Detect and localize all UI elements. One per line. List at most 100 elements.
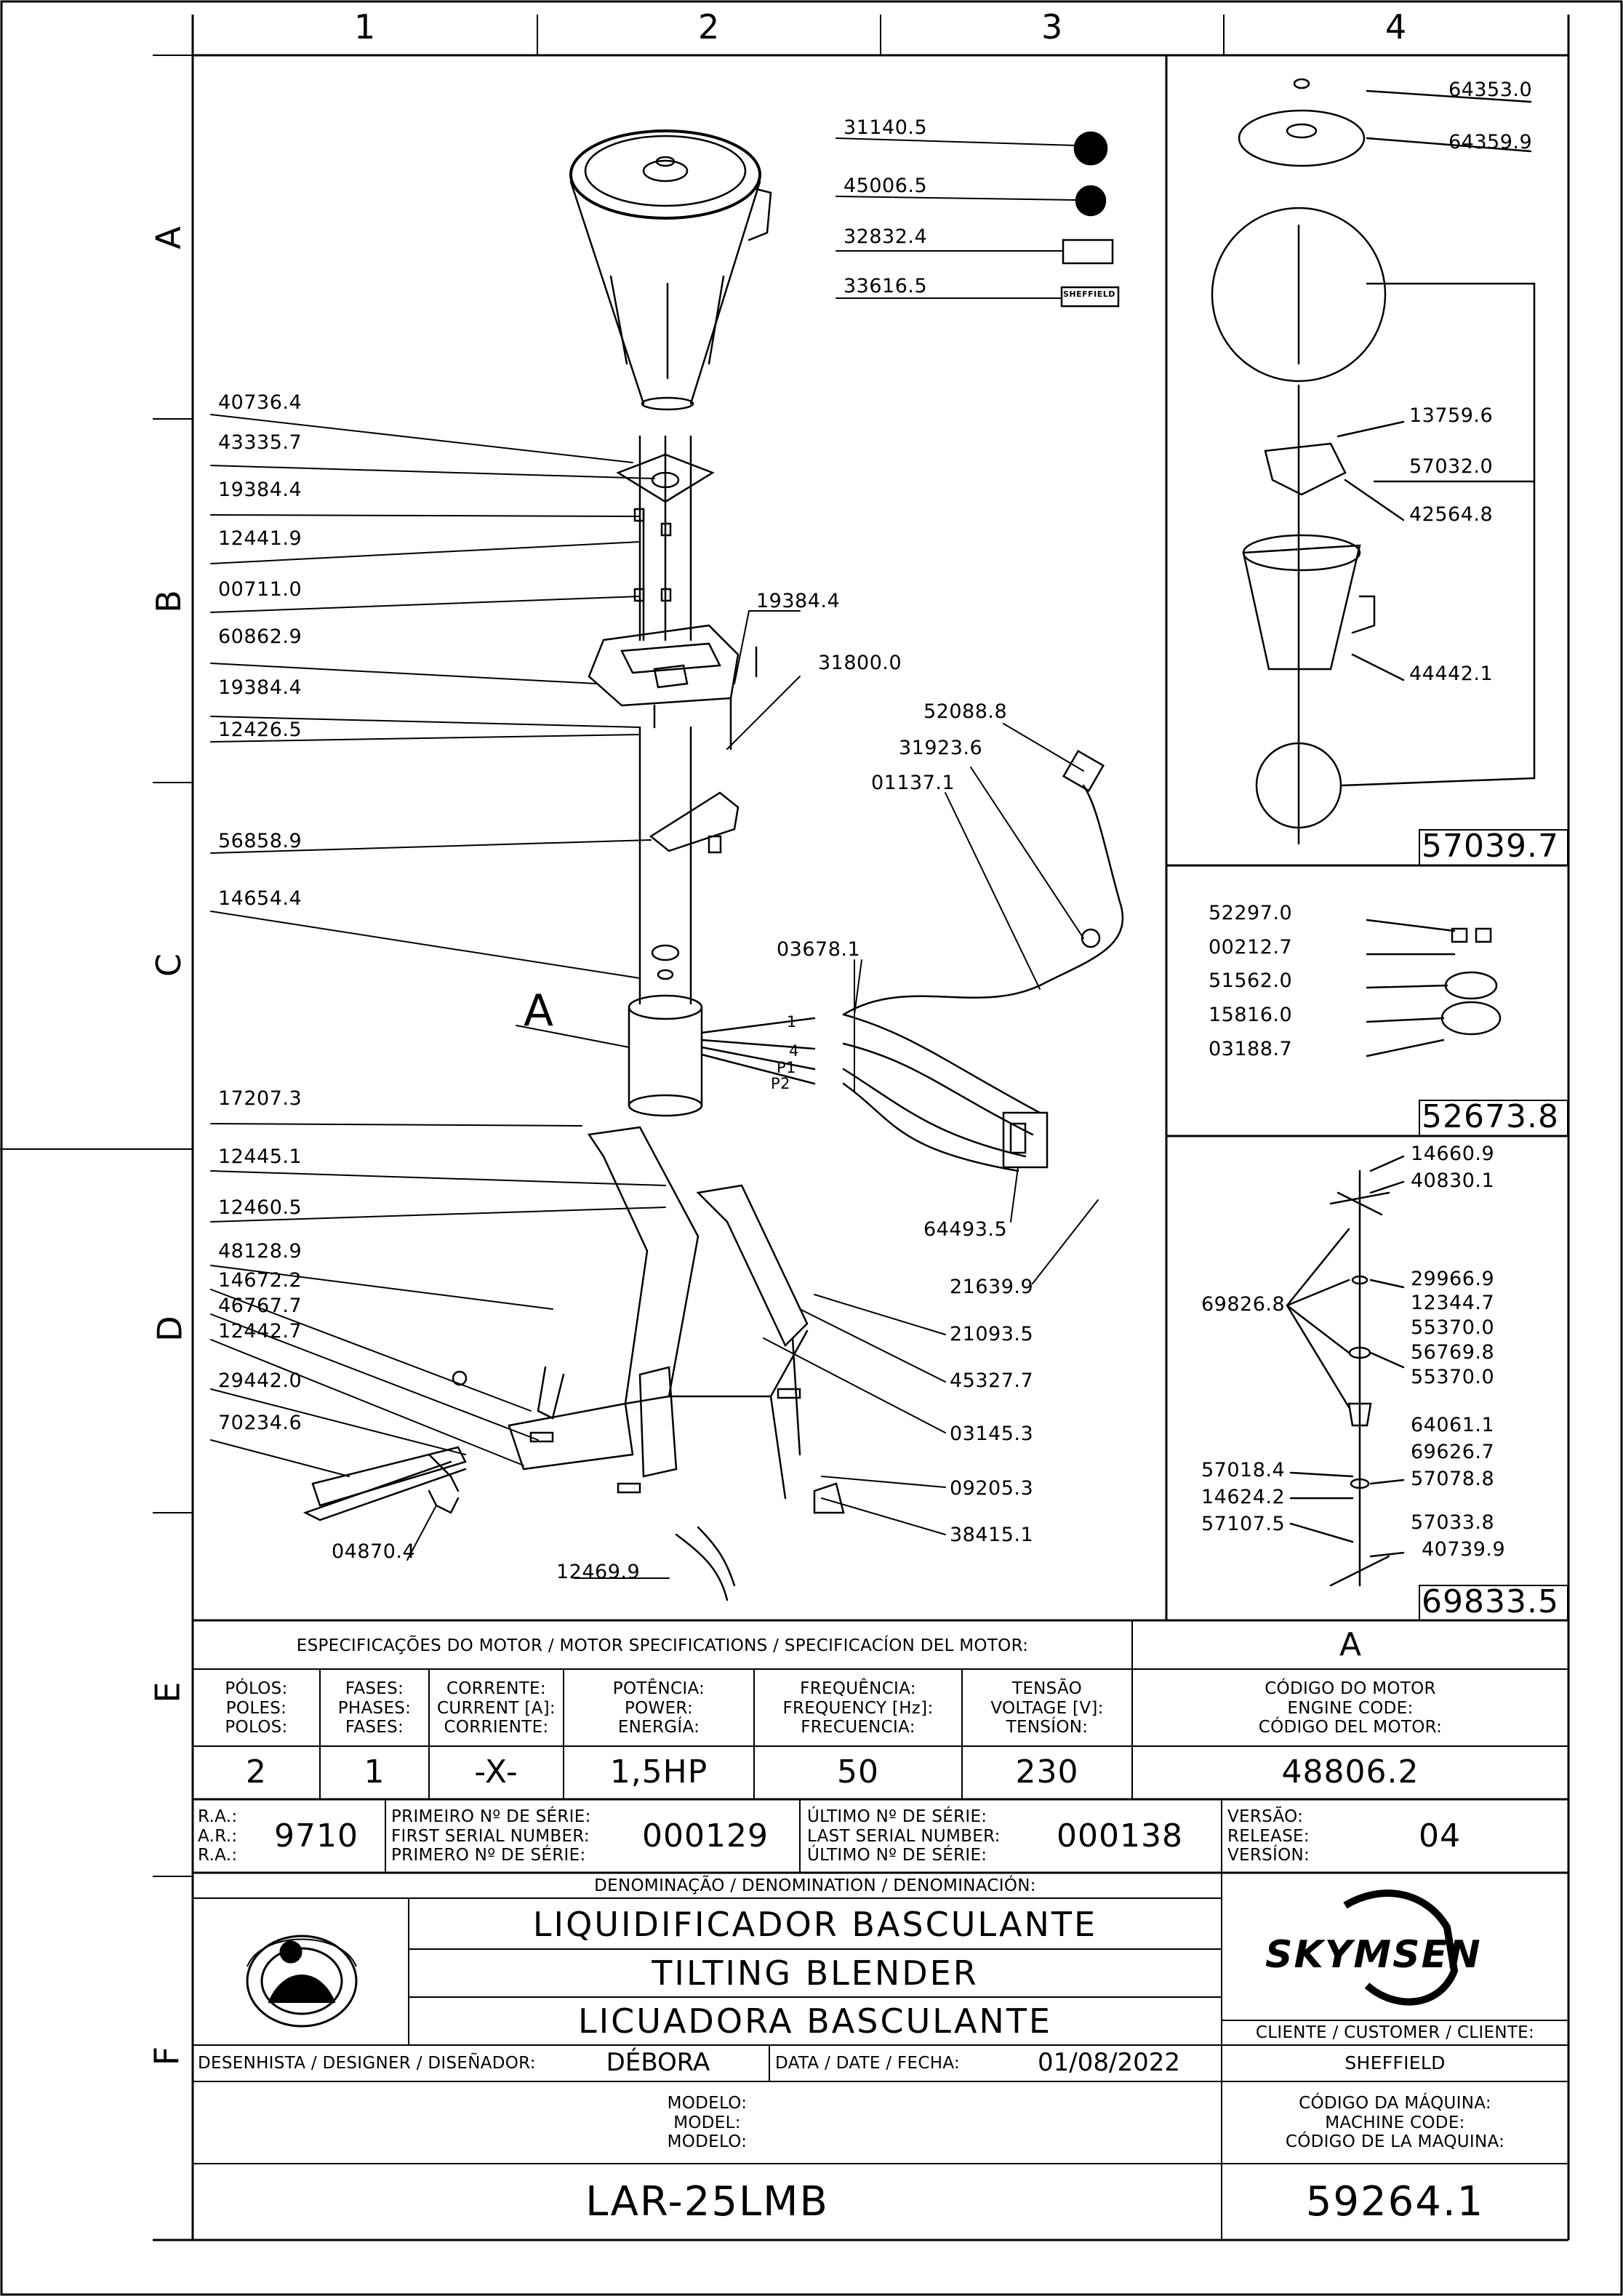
spec-value-power: 1,5HP xyxy=(609,1753,708,1791)
part-label: 14660.9 xyxy=(1411,1143,1495,1165)
part-label: 70234.6 xyxy=(218,1412,302,1434)
designer-value: DÉBORA xyxy=(606,2048,710,2078)
wire-label: P2 xyxy=(771,1075,791,1092)
machine-code-value: 59264.1 xyxy=(1305,2177,1485,2225)
authorized-service-seal xyxy=(218,1901,385,2043)
part-label: 64353.0 xyxy=(1448,79,1533,101)
motor-drawing xyxy=(628,944,816,1117)
part-label: 64359.9 xyxy=(1448,131,1533,153)
part-label: 19384.4 xyxy=(218,479,302,501)
part-label: 17207.3 xyxy=(218,1087,302,1110)
part-label: 03188.7 xyxy=(1209,1038,1293,1060)
part-label: 12442.7 xyxy=(218,1320,302,1343)
part-label: 19384.4 xyxy=(756,590,841,612)
part-label: 40739.9 xyxy=(1422,1538,1506,1561)
column-shaft-drawing xyxy=(638,726,740,1005)
spec-value-phases: 1 xyxy=(364,1753,385,1791)
spec-value-voltage: 230 xyxy=(1015,1753,1079,1791)
first-serial-labels: PRIMEIRO Nº DE SÉRIE:FIRST SERIAL NUMBER… xyxy=(391,1807,591,1865)
part-label: 00212.7 xyxy=(1209,936,1293,959)
part-label: 21639.9 xyxy=(950,1276,1034,1298)
version-value: 04 xyxy=(1419,1817,1461,1855)
grid-col-3: 3 xyxy=(1041,7,1063,47)
wire-label: 1 xyxy=(787,1013,797,1031)
last-serial-labels: ÚLTIMO Nº DE SÉRIE:LAST SERIAL NUMBER:ÚL… xyxy=(807,1807,1001,1865)
part-label: 55370.0 xyxy=(1411,1366,1495,1388)
part-label: 55370.0 xyxy=(1411,1316,1495,1339)
date-label: DATA / DATE / FECHA: xyxy=(775,2053,961,2073)
part-label: 52297.0 xyxy=(1209,902,1293,924)
sheffield-tag: SHEFFIELD xyxy=(1063,289,1115,299)
part-label: 40736.4 xyxy=(218,391,302,414)
part-label: 43335.7 xyxy=(218,431,302,454)
client-value: SHEFFIELD xyxy=(1345,2052,1446,2073)
grid-col-2: 2 xyxy=(698,7,720,47)
assembly-code: 69833.5 xyxy=(1422,1583,1559,1620)
designer-label: DESENHISTA / DESIGNER / DISEÑADOR: xyxy=(198,2053,536,2073)
tilting-stand-drawing xyxy=(302,1126,809,1521)
part-label: 29966.9 xyxy=(1411,1268,1495,1290)
part-label: 14672.2 xyxy=(218,1269,302,1292)
part-label: 12460.5 xyxy=(218,1196,302,1219)
part-label: 46767.7 xyxy=(218,1295,302,1317)
part-label: 12445.1 xyxy=(218,1145,302,1168)
part-label: 29442.0 xyxy=(218,1369,302,1392)
brand-logo: SKYMSEN xyxy=(1236,1884,1556,2015)
part-label: 57018.4 xyxy=(1201,1459,1286,1481)
part-label: 45327.7 xyxy=(950,1369,1034,1392)
part-label: 45006.5 xyxy=(843,175,928,197)
spec-value-current: -X- xyxy=(474,1753,518,1791)
part-label: 69626.7 xyxy=(1411,1441,1495,1463)
client-label: CLIENTE / CUSTOMER / CLIENTE: xyxy=(1255,2023,1535,2042)
part-label: 12344.7 xyxy=(1411,1292,1495,1314)
date-value: 01/08/2022 xyxy=(1038,2048,1180,2078)
motor-detail-ref: A xyxy=(1339,1626,1362,1664)
spec-header-current: CORRENTE:CURRENT [A]:CORRIENTE: xyxy=(437,1679,556,1737)
ra-value: 9710 xyxy=(274,1817,358,1855)
part-label: 57032.0 xyxy=(1409,455,1494,478)
part-label: 33616.5 xyxy=(843,275,928,297)
leader-lines-main xyxy=(210,137,1099,1579)
part-label: 15816.0 xyxy=(1209,1004,1293,1026)
part-label: 44442.1 xyxy=(1409,663,1494,685)
spec-value-poles: 2 xyxy=(246,1753,267,1791)
spec-header-frequency: FREQUÊNCIA:FREQUENCY [Hz]:FRECUENCIA: xyxy=(782,1679,934,1737)
part-label: 21093.5 xyxy=(950,1323,1034,1345)
blender-jar-drawing xyxy=(569,129,772,411)
wire-label: P1 xyxy=(777,1059,797,1076)
part-label: 57107.5 xyxy=(1201,1513,1286,1535)
part-label: 19384.4 xyxy=(218,676,302,699)
part-label: 51562.0 xyxy=(1209,969,1293,992)
detail-a-callout: A xyxy=(524,985,554,1036)
motor-spec-title: ESPECIFICAÇÕES DO MOTOR / MOTOR SPECIFIC… xyxy=(296,1636,1029,1655)
spec-value-engine-code: 48806.2 xyxy=(1281,1753,1419,1791)
part-label: 12441.9 xyxy=(218,527,302,550)
part-label: 04870.4 xyxy=(332,1540,416,1563)
part-label: 64061.1 xyxy=(1411,1414,1495,1436)
spec-value-frequency: 50 xyxy=(837,1753,879,1791)
part-label: 01137.1 xyxy=(871,772,955,794)
wire-label: 4 xyxy=(789,1042,799,1060)
part-label: 31140.5 xyxy=(843,116,928,139)
spec-header-poles: PÓLOS:POLES:POLOS: xyxy=(225,1679,288,1737)
assembly-code: 57039.7 xyxy=(1422,828,1559,865)
model-labels: MODELO:MODEL:MODELO: xyxy=(667,2094,748,2152)
brand-name: SKYMSEN xyxy=(1265,1933,1482,1977)
product-name-es: LICUADORA BASCULANTE xyxy=(577,2001,1052,2041)
wiring-drawing xyxy=(842,749,1124,1172)
product-name-en: TILTING BLENDER xyxy=(652,1953,979,1993)
product-name-pt: LIQUIDIFICADOR BASCULANTE xyxy=(532,1904,1098,1944)
part-label: 52088.8 xyxy=(923,700,1008,723)
first-serial-value: 000129 xyxy=(642,1817,769,1855)
part-label: 14624.2 xyxy=(1201,1486,1286,1508)
part-label: 60862.9 xyxy=(218,625,302,648)
ra-labels: R.A.:A.R.:R.A.: xyxy=(198,1807,238,1865)
part-label: 00711.0 xyxy=(218,578,302,601)
part-label: 57078.8 xyxy=(1411,1468,1495,1490)
part-label: 48128.9 xyxy=(218,1240,302,1263)
part-label: 56769.8 xyxy=(1411,1341,1495,1364)
motor-cover-drawing xyxy=(588,624,758,751)
